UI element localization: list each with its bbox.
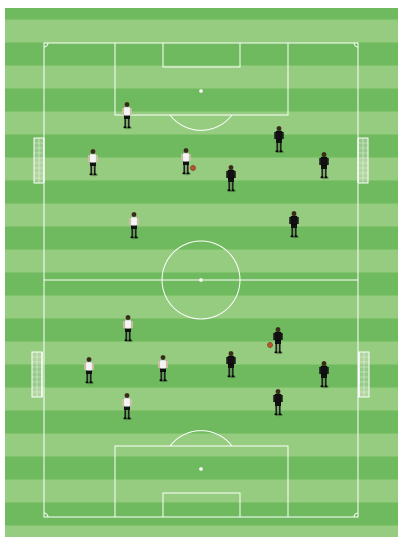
grass-stripe xyxy=(5,526,398,538)
mini-goal-right-lower xyxy=(359,352,369,397)
grass-stripe xyxy=(5,307,398,319)
grass-stripe xyxy=(5,330,398,342)
grass-stripe xyxy=(5,388,398,400)
mini-goal-left-upper xyxy=(34,138,44,183)
grass-stripe xyxy=(5,123,398,135)
grass-stripe xyxy=(5,77,398,89)
grass-stripe xyxy=(5,192,398,204)
grass-stripe xyxy=(5,158,398,170)
grass-stripe xyxy=(5,8,398,20)
grass-stripe xyxy=(5,342,398,354)
top-penalty-spot xyxy=(200,90,203,93)
grass-stripe xyxy=(5,54,398,66)
ball xyxy=(267,342,272,347)
center-spot xyxy=(200,279,203,282)
grass-stripe xyxy=(5,261,398,273)
grass-stripes xyxy=(5,8,398,537)
mini-goal-right-upper xyxy=(358,138,368,183)
grass-stripe xyxy=(5,238,398,250)
grass-stripe xyxy=(5,376,398,388)
grass-stripe xyxy=(5,503,398,515)
grass-stripe xyxy=(5,365,398,377)
grass-stripe xyxy=(5,273,398,285)
bottom-penalty-spot xyxy=(200,468,203,471)
grass-stripe xyxy=(5,457,398,469)
grass-stripe xyxy=(5,514,398,526)
grass-stripe xyxy=(5,169,398,181)
grass-stripe xyxy=(5,146,398,158)
grass-stripe xyxy=(5,20,398,32)
grass-stripe xyxy=(5,204,398,216)
grass-stripe xyxy=(5,181,398,193)
grass-stripe xyxy=(5,399,398,411)
grass-stripe xyxy=(5,227,398,239)
grass-stripe xyxy=(5,480,398,492)
grass-stripe xyxy=(5,434,398,446)
grass-stripe xyxy=(5,112,398,124)
grass-stripe xyxy=(5,422,398,434)
grass-stripe xyxy=(5,411,398,423)
grass-stripe xyxy=(5,135,398,147)
ball xyxy=(190,165,195,170)
grass-stripe xyxy=(5,296,398,308)
grass-stripe xyxy=(5,284,398,296)
mini-goal-left-lower xyxy=(32,352,42,397)
grass-stripe xyxy=(5,215,398,227)
grass-stripe xyxy=(5,100,398,112)
grass-stripe xyxy=(5,43,398,55)
grass-stripe xyxy=(5,250,398,262)
grass-stripe xyxy=(5,319,398,331)
grass-stripe xyxy=(5,445,398,457)
grass-stripe xyxy=(5,31,398,43)
grass-stripe xyxy=(5,353,398,365)
